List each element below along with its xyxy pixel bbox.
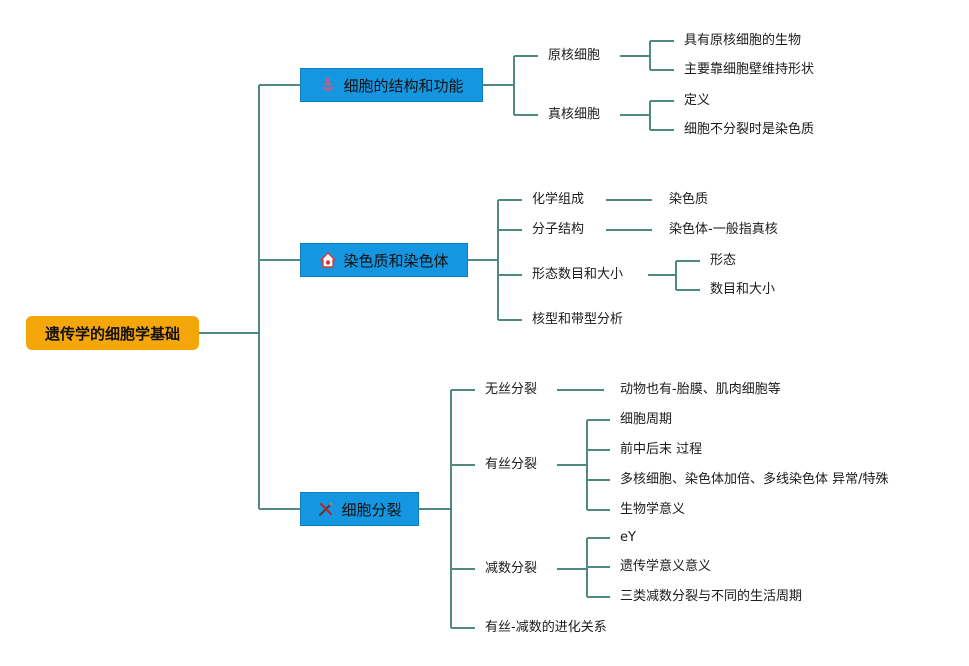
node-genetic-significance[interactable]: 遗传学意义意义 bbox=[620, 559, 712, 574]
node-prokaryote[interactable]: 原核细胞 bbox=[548, 48, 601, 63]
node-eukaryote-chromatin[interactable]: 细胞不分裂时是染色质 bbox=[684, 122, 815, 137]
node-karyotype[interactable]: 核型和带型分析 bbox=[532, 312, 624, 327]
anchor-icon bbox=[319, 76, 337, 94]
node-mitosis[interactable]: 有丝分裂 bbox=[485, 457, 538, 472]
node-chromatin-leaf[interactable]: 染色质 bbox=[669, 192, 709, 207]
node-cell-cycle[interactable]: 细胞周期 bbox=[620, 412, 673, 427]
node-meiosis-ey[interactable]: eY bbox=[620, 530, 636, 545]
root-node[interactable]: 遗传学的细胞学基础 bbox=[26, 316, 199, 350]
node-morph-shape[interactable]: 形态 bbox=[710, 253, 737, 268]
node-morphology[interactable]: 形态数目和大小 bbox=[532, 267, 624, 282]
node-phases[interactable]: 前中后末 过程 bbox=[620, 442, 703, 457]
branch-chromatin[interactable]: 染色质和染色体 bbox=[300, 243, 468, 277]
node-eukaryote-definition[interactable]: 定义 bbox=[684, 93, 711, 108]
node-meiosis[interactable]: 减数分裂 bbox=[485, 561, 538, 576]
node-morph-number-size[interactable]: 数目和大小 bbox=[710, 282, 776, 297]
branch-cell-structure-label: 细胞的结构和功能 bbox=[343, 76, 464, 95]
branch-cell-structure[interactable]: 细胞的结构和功能 bbox=[300, 68, 483, 102]
node-evolution[interactable]: 有丝-减数的进化关系 bbox=[485, 620, 607, 635]
root-label: 遗传学的细胞学基础 bbox=[44, 324, 180, 343]
branch-chromatin-label: 染色质和染色体 bbox=[343, 251, 449, 270]
node-amitosis[interactable]: 无丝分裂 bbox=[485, 382, 538, 397]
node-eukaryote[interactable]: 真核细胞 bbox=[548, 107, 601, 122]
node-chromosome-eukaryote[interactable]: 染色体-一般指真核 bbox=[669, 222, 778, 237]
node-chemical-composition[interactable]: 化学组成 bbox=[532, 192, 585, 207]
node-prokaryote-organisms[interactable]: 具有原核细胞的生物 bbox=[684, 33, 802, 48]
node-prokaryote-cell-wall[interactable]: 主要靠细胞壁维持形状 bbox=[684, 62, 815, 77]
home-icon bbox=[319, 251, 338, 269]
node-biological-significance[interactable]: 生物学意义 bbox=[620, 502, 686, 517]
node-molecular-structure[interactable]: 分子结构 bbox=[532, 222, 585, 237]
tools-icon bbox=[317, 500, 335, 518]
node-meiosis-life-cycles[interactable]: 三类减数分裂与不同的生活周期 bbox=[620, 589, 803, 604]
branch-cell-division-label: 细胞分裂 bbox=[341, 500, 402, 519]
branch-cell-division[interactable]: 细胞分裂 bbox=[300, 492, 419, 526]
node-amitosis-examples[interactable]: 动物也有-胎膜、肌肉细胞等 bbox=[620, 382, 781, 397]
node-abnormal-special[interactable]: 多核细胞、染色体加倍、多线染色体 异常/特殊 bbox=[620, 472, 889, 487]
